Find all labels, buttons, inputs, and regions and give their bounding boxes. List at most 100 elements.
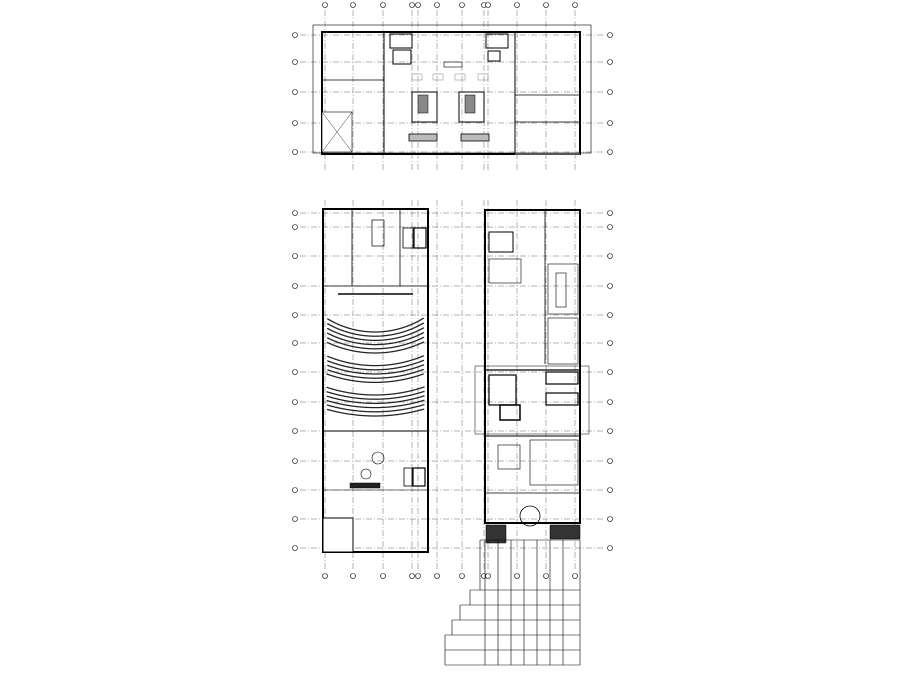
grid-bubble <box>572 573 578 579</box>
seat <box>385 330 388 332</box>
seat <box>407 342 410 345</box>
seat <box>418 405 420 407</box>
grid-bubble <box>292 516 298 522</box>
seat <box>416 410 419 412</box>
seat <box>341 369 343 371</box>
seat <box>413 363 415 365</box>
seat <box>353 337 356 339</box>
seat <box>346 366 349 368</box>
seat <box>418 334 420 336</box>
seat <box>414 393 417 395</box>
seat <box>360 351 363 353</box>
seat <box>394 393 396 395</box>
seat <box>396 414 398 416</box>
seat <box>406 347 409 349</box>
seat <box>338 364 341 366</box>
seat <box>401 370 404 372</box>
seat <box>403 365 406 367</box>
seat <box>400 362 402 364</box>
seat <box>415 330 418 332</box>
seat <box>360 402 362 404</box>
seat <box>353 346 356 348</box>
seat <box>353 341 356 344</box>
seat <box>360 381 363 383</box>
seat <box>419 400 422 402</box>
seat <box>369 343 371 346</box>
seat <box>405 325 408 327</box>
seat <box>348 362 350 364</box>
seat <box>382 402 384 404</box>
seat <box>390 414 392 416</box>
seat <box>360 338 363 341</box>
seat <box>421 386 424 389</box>
seat <box>369 369 372 371</box>
seat <box>389 330 391 332</box>
seat <box>384 394 387 396</box>
seat <box>408 346 411 349</box>
seat <box>386 334 389 336</box>
seat <box>368 373 371 375</box>
seat <box>345 408 348 411</box>
seat <box>416 330 419 332</box>
seat <box>402 370 405 372</box>
grid-bubble <box>292 458 298 464</box>
seat <box>355 372 357 374</box>
seat <box>402 391 405 393</box>
seat <box>379 398 382 400</box>
seat <box>342 325 345 327</box>
seat <box>398 332 401 334</box>
seat <box>361 398 363 400</box>
seat <box>360 410 362 412</box>
seat <box>334 376 336 378</box>
seat <box>398 379 401 381</box>
seat <box>363 339 365 341</box>
seat <box>366 331 368 333</box>
seat <box>401 413 403 415</box>
seat <box>329 356 331 358</box>
grid-bubble <box>292 89 298 95</box>
seat <box>384 406 387 408</box>
seat <box>328 387 331 389</box>
seat <box>374 415 376 417</box>
seat <box>342 334 345 336</box>
seat <box>361 343 364 345</box>
seat <box>421 364 423 367</box>
seat <box>396 401 399 403</box>
seat <box>416 320 419 323</box>
seat <box>345 366 348 368</box>
seat <box>379 415 381 417</box>
seat <box>363 351 365 354</box>
seat <box>361 406 363 408</box>
seat <box>394 346 397 348</box>
seat <box>350 405 353 407</box>
seat <box>343 361 345 363</box>
seat <box>365 394 367 396</box>
seat <box>391 346 393 349</box>
upper-floor-plan <box>312 24 592 155</box>
seat <box>374 369 377 371</box>
seat <box>357 368 360 370</box>
seat <box>388 397 390 400</box>
seat <box>354 350 357 352</box>
seat <box>335 411 337 413</box>
seat <box>413 389 416 391</box>
seat <box>349 345 352 347</box>
seat <box>417 325 419 327</box>
seat <box>381 381 384 383</box>
seat <box>403 348 405 350</box>
seat <box>335 336 338 338</box>
seat <box>351 379 353 382</box>
seat <box>391 401 394 404</box>
seat <box>371 335 373 337</box>
seat <box>379 331 382 333</box>
seat <box>408 364 411 366</box>
seat <box>363 398 366 400</box>
seat <box>340 324 342 327</box>
seat <box>332 393 335 395</box>
seat <box>403 331 406 333</box>
seat <box>397 379 399 382</box>
seat <box>392 380 395 382</box>
seat <box>418 387 420 390</box>
seat <box>382 368 384 371</box>
seat <box>369 415 371 417</box>
